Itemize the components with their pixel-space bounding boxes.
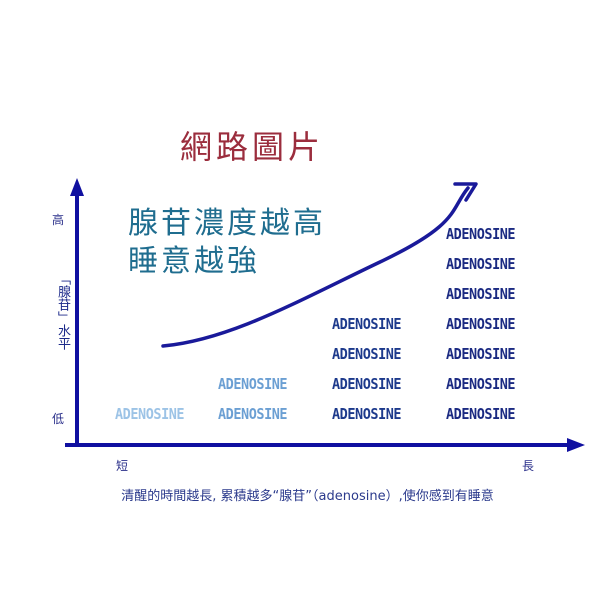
adenosine-label: ADENOSINE (218, 375, 288, 393)
x-short-label: 短 (116, 459, 129, 473)
adenosine-label: ADENOSINE (446, 225, 516, 243)
headline-line-2: 睡意越強 (128, 244, 260, 279)
x-long-label: 長 (522, 459, 535, 473)
trend-curve (161, 186, 470, 348)
adenosine-label: ADENOSINE (446, 255, 516, 273)
adenosine-label: ADENOSINE (115, 405, 185, 423)
adenosine-label: ADENOSINE (446, 375, 516, 393)
adenosine-label: ADENOSINE (446, 315, 516, 333)
x-axis-arrow-icon (567, 438, 585, 452)
image-title: 網路圖片 (180, 128, 325, 166)
adenosine-label: ADENOSINE (332, 315, 402, 333)
adenosine-label: ADENOSINE (332, 375, 402, 393)
adenosine-label: ADENOSINE (446, 345, 516, 363)
adenosine-label: ADENOSINE (218, 405, 288, 423)
adenosine-label: ADENOSINE (332, 405, 402, 423)
y-axis-label: 「腺苷」水平 (55, 272, 70, 350)
curve-arrow-icon (453, 182, 478, 202)
y-high-label: 高 (52, 213, 65, 227)
adenosine-label: ADENOSINE (446, 285, 516, 303)
adenosine-label: ADENOSINE (446, 405, 516, 423)
y-low-label: 低 (52, 412, 65, 426)
headline-line-1: 腺苷濃度越高 (128, 206, 326, 241)
caption: 清醒的時間越長, 累積越多“腺苷”（adenosine）,使你感到有睡意 (121, 489, 494, 504)
adenosine-label: ADENOSINE (332, 345, 402, 363)
y-axis-arrow-icon (70, 178, 84, 196)
